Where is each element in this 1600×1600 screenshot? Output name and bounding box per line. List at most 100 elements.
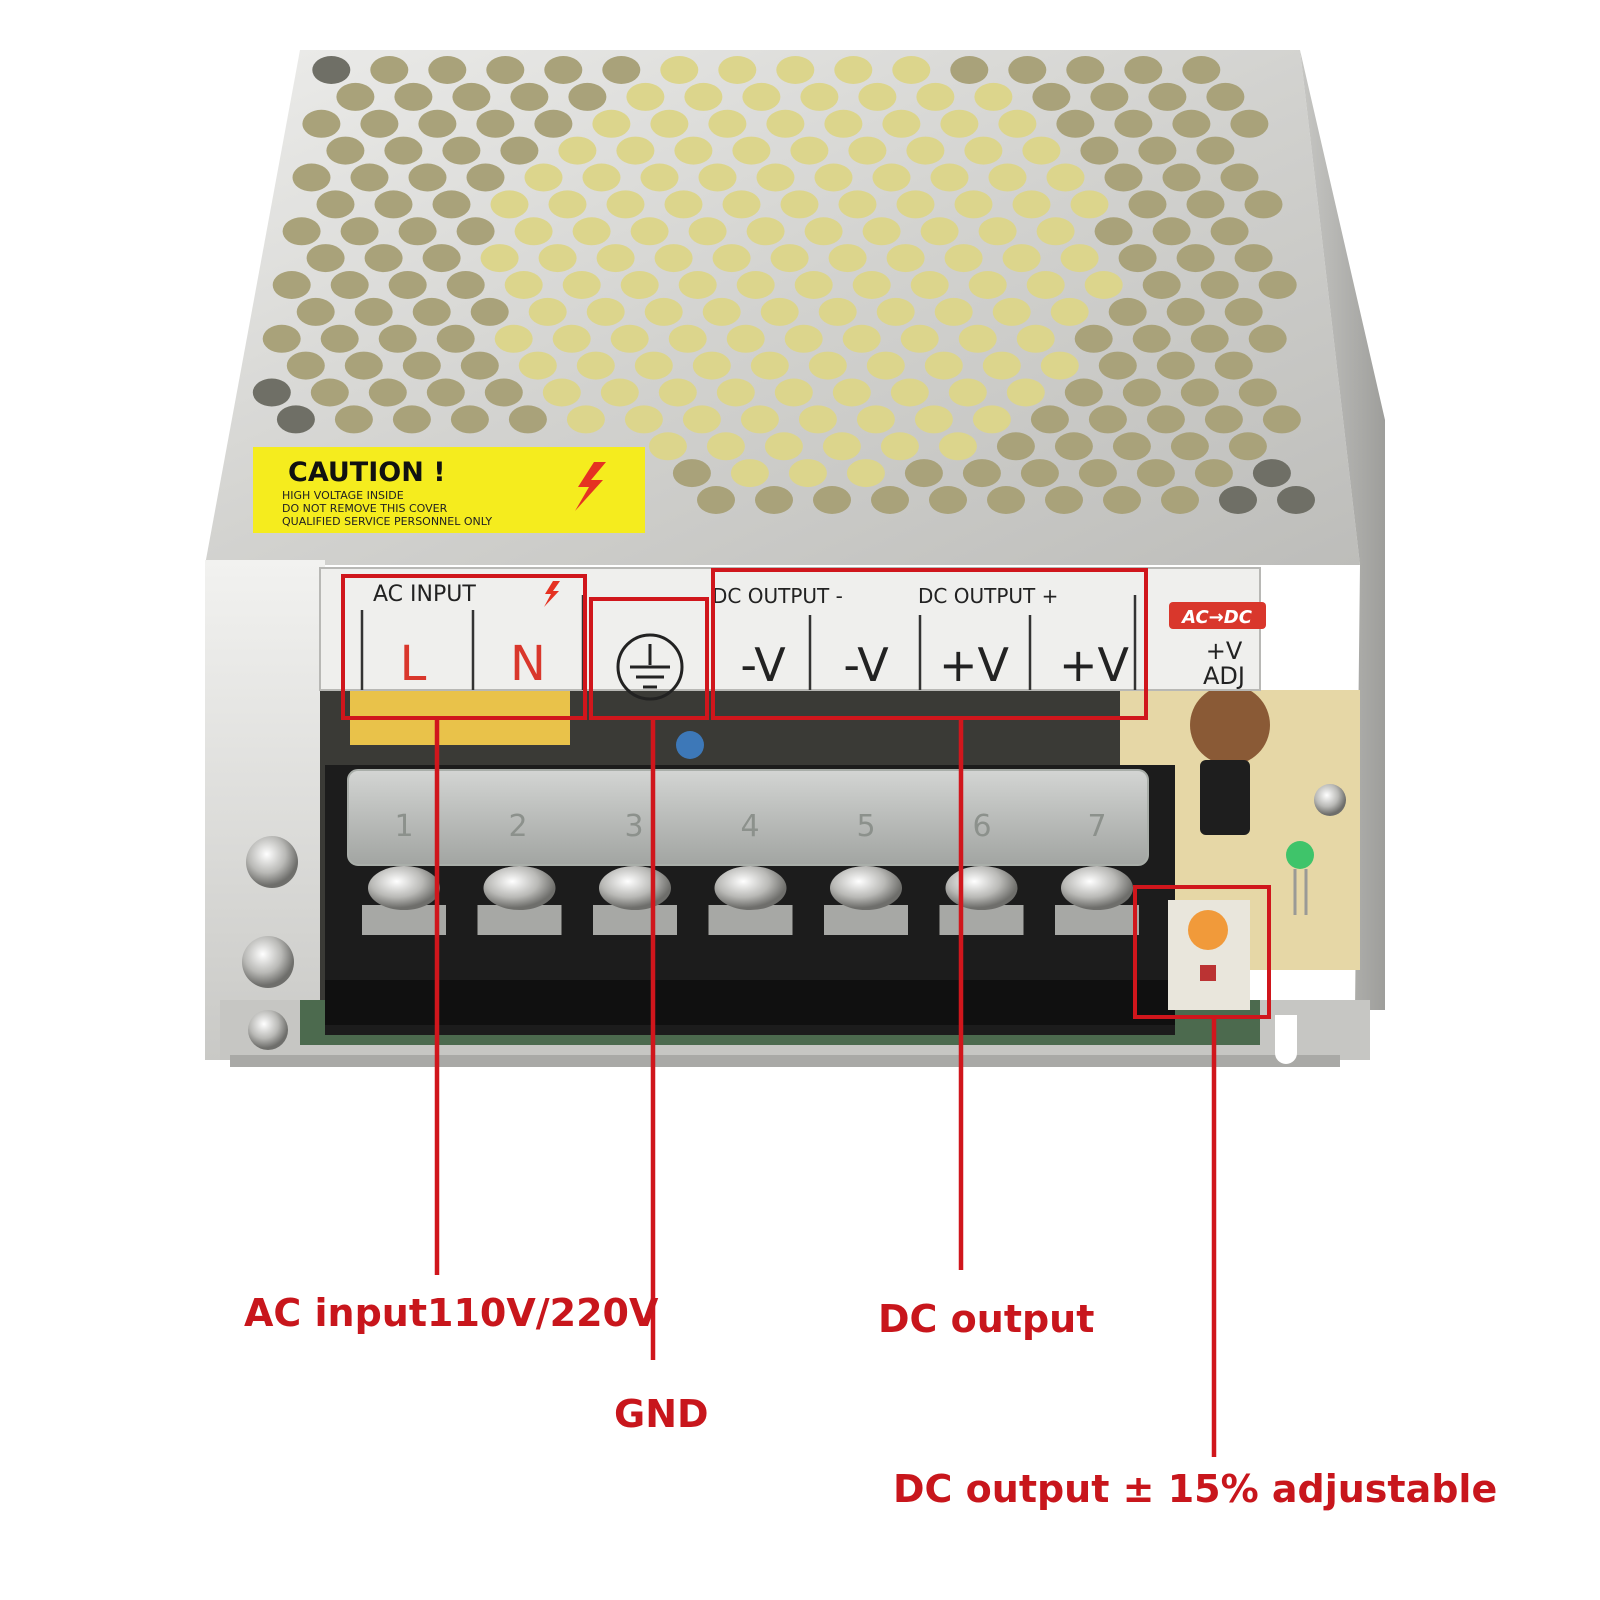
terminal-screw [830,866,902,910]
vent-hole [320,324,359,353]
vent-hole [388,271,427,299]
dc-output-callout: DC output [878,1297,1095,1341]
vent-hole [906,136,945,165]
vent-hole [1112,432,1151,461]
vent-hole [426,378,465,407]
vent-hole [1238,378,1277,407]
terminal-symbol-neg-v-1: -V [740,638,786,692]
ac-input-highlight-box [341,574,587,720]
terminal-symbol-neg-v-2: -V [843,638,889,692]
vent-hole [1118,244,1157,273]
vent-hole [660,56,699,84]
terminal-numbers: 1 2 3 4 5 6 7 [394,809,1106,844]
vent-hole [650,109,689,138]
vent-hole [336,82,375,111]
vent-hole [1258,271,1297,299]
chassis-screw [248,1010,288,1050]
vent-hole [948,378,987,407]
vent-hole [602,56,641,84]
vent-hole [672,459,711,488]
vent-hole [572,217,611,246]
terminal-number: 6 [972,809,991,844]
vent-hole [698,163,737,192]
vent-hole [1032,82,1071,111]
vent-hole [664,190,703,219]
vent-hole [1002,244,1041,273]
vent-hole [486,56,525,84]
vent-hole [742,82,781,111]
vent-hole [310,378,349,407]
vent-hole [408,163,447,192]
vent-hole [982,351,1021,380]
terminal-number: 4 [740,809,759,844]
vent-hole [732,136,771,165]
vent-hole [402,351,441,380]
vent-hole [1022,136,1061,165]
terminal-screw [945,866,1018,910]
vent-hole [1142,271,1181,299]
vent-hole [500,136,539,165]
chassis-right-side [1300,50,1385,1010]
chassis-screw [246,836,298,888]
brown-component [1190,685,1270,765]
vent-hole [1170,432,1209,461]
vent-hole [988,163,1027,192]
vent-hole [896,190,935,219]
vent-hole [716,378,755,407]
vent-hole [558,136,597,165]
vent-hole [286,351,325,380]
vent-hole [480,244,519,273]
vent-hole [684,82,723,111]
vent-hole [1074,324,1113,353]
vent-hole [292,163,331,192]
vent-hole [1066,56,1105,84]
vent-hole [1186,190,1225,219]
terminal-symbol-pos-v-1: +V [939,638,1010,692]
vent-hole [950,56,989,84]
vent-hole [534,109,573,138]
ac-input-label: AC INPUT [373,582,476,607]
vent-hole [872,163,911,192]
vent-hole [900,324,939,353]
vent-hole [1006,378,1045,407]
vent-hole [374,190,413,219]
vent-hole [746,217,785,246]
vent-hole [484,378,523,407]
vent-hole [824,109,863,138]
vent-hole [1045,486,1083,514]
vent-hole [658,378,697,407]
vent-hole [938,432,977,461]
vent-hole [1026,271,1065,299]
vent-hole [882,109,921,138]
vent-hole [828,244,867,273]
vent-hole [920,217,959,246]
vent-hole [456,217,495,246]
vent-hole [1224,297,1263,326]
potentiometer-slot [1200,965,1216,981]
vent-hole [808,351,847,380]
vent-hole [1277,486,1315,514]
vent-hole [1136,459,1175,488]
caution-title: CAUTION ! [288,457,446,488]
vent-hole [262,324,301,353]
vent-hole [616,136,655,165]
vent-hole [996,432,1035,461]
caution-label [253,447,645,533]
vent-hole [1090,82,1129,111]
vent-hole [1180,378,1219,407]
terminal-symbol-pos-v-2: +V [1059,638,1130,692]
vent-hole [726,324,765,353]
green-led-icon [1286,841,1314,869]
vent-hole [1088,405,1127,434]
ground-icon [616,633,684,701]
vent-hole [1244,190,1283,219]
vent-hole [428,56,467,84]
ventilation-holes [252,56,1315,514]
vent-hole [940,109,979,138]
vent-hole [302,109,341,138]
vent-hole [568,82,607,111]
vent-hole [644,297,683,326]
vent-hole [378,324,417,353]
vent-hole [1070,190,1109,219]
vent-hole [606,190,645,219]
